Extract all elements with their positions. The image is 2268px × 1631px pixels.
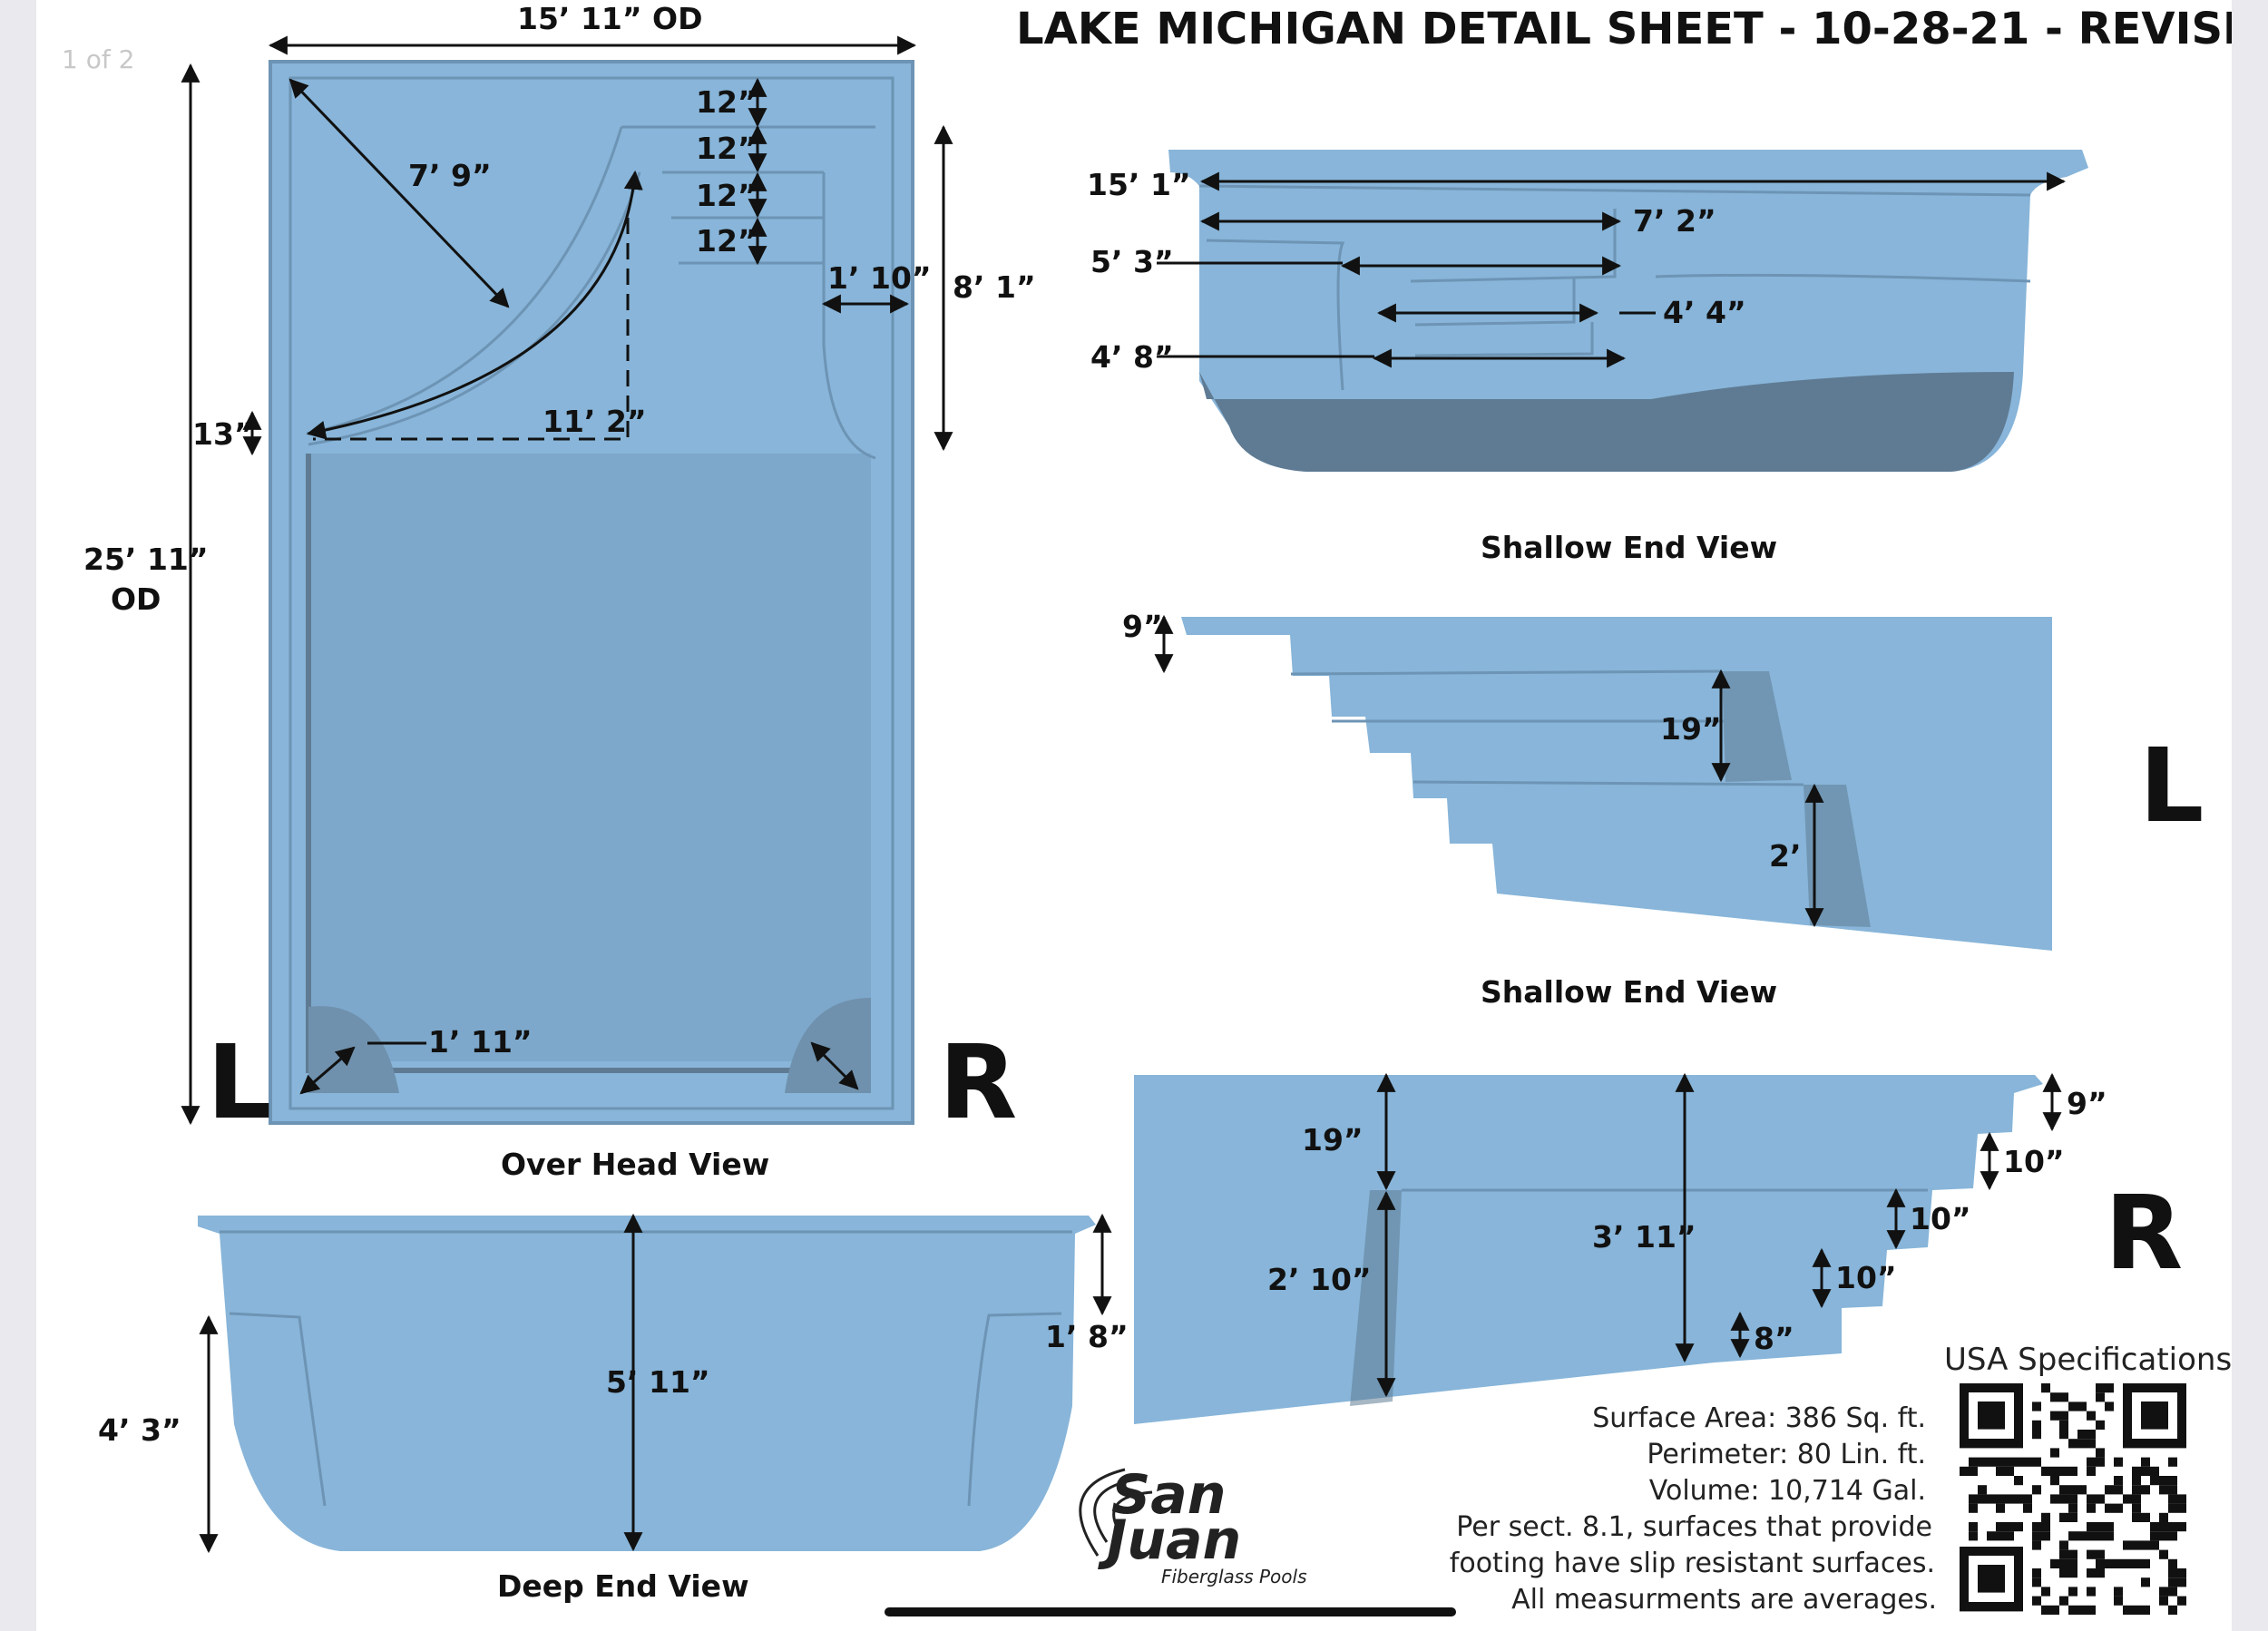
logo-line2: Juan — [1098, 1509, 1241, 1572]
step-height-4: 12” — [696, 223, 758, 259]
deep-end-total-depth-label: 5’ 11” — [606, 1364, 710, 1400]
deep-end-side-view: 19” 2’ 10” 3’ 11” 9” 10” 10” 10” 8” R — [1134, 1072, 2183, 1424]
spec-perimeter: Perimeter: 80 Lin. ft. — [1647, 1439, 1926, 1470]
san-juan-logo: San Juan Fiberglass Pools — [1079, 1463, 1307, 1587]
shallow-front-width-label: 15’ 1” — [1087, 167, 1191, 202]
shallow-side-depth-a-label: 19” — [1660, 711, 1722, 747]
deep-side-coping-label: 9” — [2067, 1086, 2107, 1121]
spec-note-1: Per sect. 8.1, surfaces that provide — [1456, 1511, 1932, 1543]
shallow-end-front-view: 15’ 1” 7’ 2” 5’ 3” 4’ 4” 4’ 8” Shallow E… — [1087, 150, 2088, 565]
deep-end-caption: Deep End View — [497, 1568, 749, 1604]
deep-end-view: 4’ 3” 5’ 11” 1’ 8” Deep End View — [98, 1213, 1129, 1604]
step-height-1: 12” — [696, 84, 758, 120]
deep-side-depth-b-label: 2’ 10” — [1267, 1262, 1372, 1297]
deep-side-total-label: 3’ 11” — [1592, 1219, 1696, 1255]
shallow-front-step-top-label: 7’ 2” — [1633, 203, 1716, 239]
overhead-left-marker: L — [207, 1024, 271, 1142]
overhead-width-label: 15’ 11” OD — [517, 1, 703, 36]
overhead-diagonal-label: 7’ 9” — [408, 158, 492, 193]
shallow-front-bench-a-label: 5’ 3” — [1090, 244, 1174, 279]
bench-width-label: 1’ 10” — [827, 260, 932, 296]
step-height-3: 12” — [696, 178, 758, 213]
deep-side-rise-3: 10” — [1835, 1260, 1897, 1295]
corner-radius-label: 1’ 11” — [428, 1024, 533, 1060]
deep-end-bench-height-label: 4’ 3” — [98, 1412, 181, 1448]
overhead-view: 7’ 9” 15’ 11” OD 25’ 11” OD 12” 12” 12” … — [83, 1, 1036, 1182]
step-run-label: 11’ 2” — [543, 404, 647, 439]
shallow-side-caption: Shallow End View — [1481, 974, 1777, 1010]
bench-length-label: 8’ 1” — [953, 269, 1036, 305]
deep-side-rise-1: 10” — [2003, 1144, 2065, 1179]
logo-line1: San — [1111, 1463, 1226, 1527]
shallow-front-step-mid-label: 4’ 4” — [1663, 295, 1746, 330]
spec-note-3: All measurments are averages. — [1511, 1584, 1937, 1616]
shallow-side-coping-label: 9” — [1122, 609, 1163, 644]
shallow-end-side-view: 9” 19” 2’ L Shallow End View — [1122, 609, 2204, 1010]
spec-volume: Volume: 10,714 Gal. — [1649, 1475, 1926, 1507]
overhead-length-label: 25’ 11” — [83, 542, 209, 577]
deep-side-depth-a-label: 19” — [1302, 1122, 1364, 1157]
qr-code[interactable] — [1960, 1383, 2227, 1615]
deep-side-right-marker: R — [2105, 1175, 2183, 1293]
bench-depth-label: 13” — [192, 416, 254, 452]
deep-side-rise-2: 10” — [1910, 1201, 1971, 1236]
shallow-side-depth-b-label: 2’ — [1769, 838, 1802, 874]
detail-sheet: 1 of 2 LAKE MICHIGAN DETAIL SHEET - 10-2… — [36, 0, 2232, 1631]
logo-tagline: Fiberglass Pools — [1161, 1566, 1307, 1587]
page-title: LAKE MICHIGAN DETAIL SHEET - 10-28-21 - … — [1016, 4, 2232, 54]
deep-side-rise-4: 8” — [1754, 1321, 1794, 1356]
page-indicator: 1 of 2 — [62, 44, 134, 74]
specs-heading: USA Specifications — [1944, 1342, 2232, 1378]
spec-surface-area: Surface Area: 386 Sq. ft. — [1592, 1402, 1926, 1434]
pool-drawing: 1 of 2 LAKE MICHIGAN DETAIL SHEET - 10-2… — [62, 1, 2232, 1616]
shallow-front-caption: Shallow End View — [1481, 530, 1777, 565]
specifications: USA Specifications Surface Area: 386 Sq.… — [1450, 1342, 2232, 1616]
spec-note-2: footing have slip resistant surfaces. — [1450, 1548, 1935, 1579]
deep-end-coping-depth-label: 1’ 8” — [1045, 1319, 1129, 1354]
step-height-2: 12” — [696, 131, 758, 166]
overhead-length-unit: OD — [111, 581, 161, 617]
shallow-front-bench-b-label: 4’ 8” — [1090, 339, 1174, 375]
shallow-side-left-marker: L — [2139, 728, 2204, 845]
home-indicator[interactable] — [885, 1607, 1456, 1616]
overhead-right-marker: R — [939, 1024, 1017, 1142]
overhead-caption: Over Head View — [501, 1147, 769, 1182]
